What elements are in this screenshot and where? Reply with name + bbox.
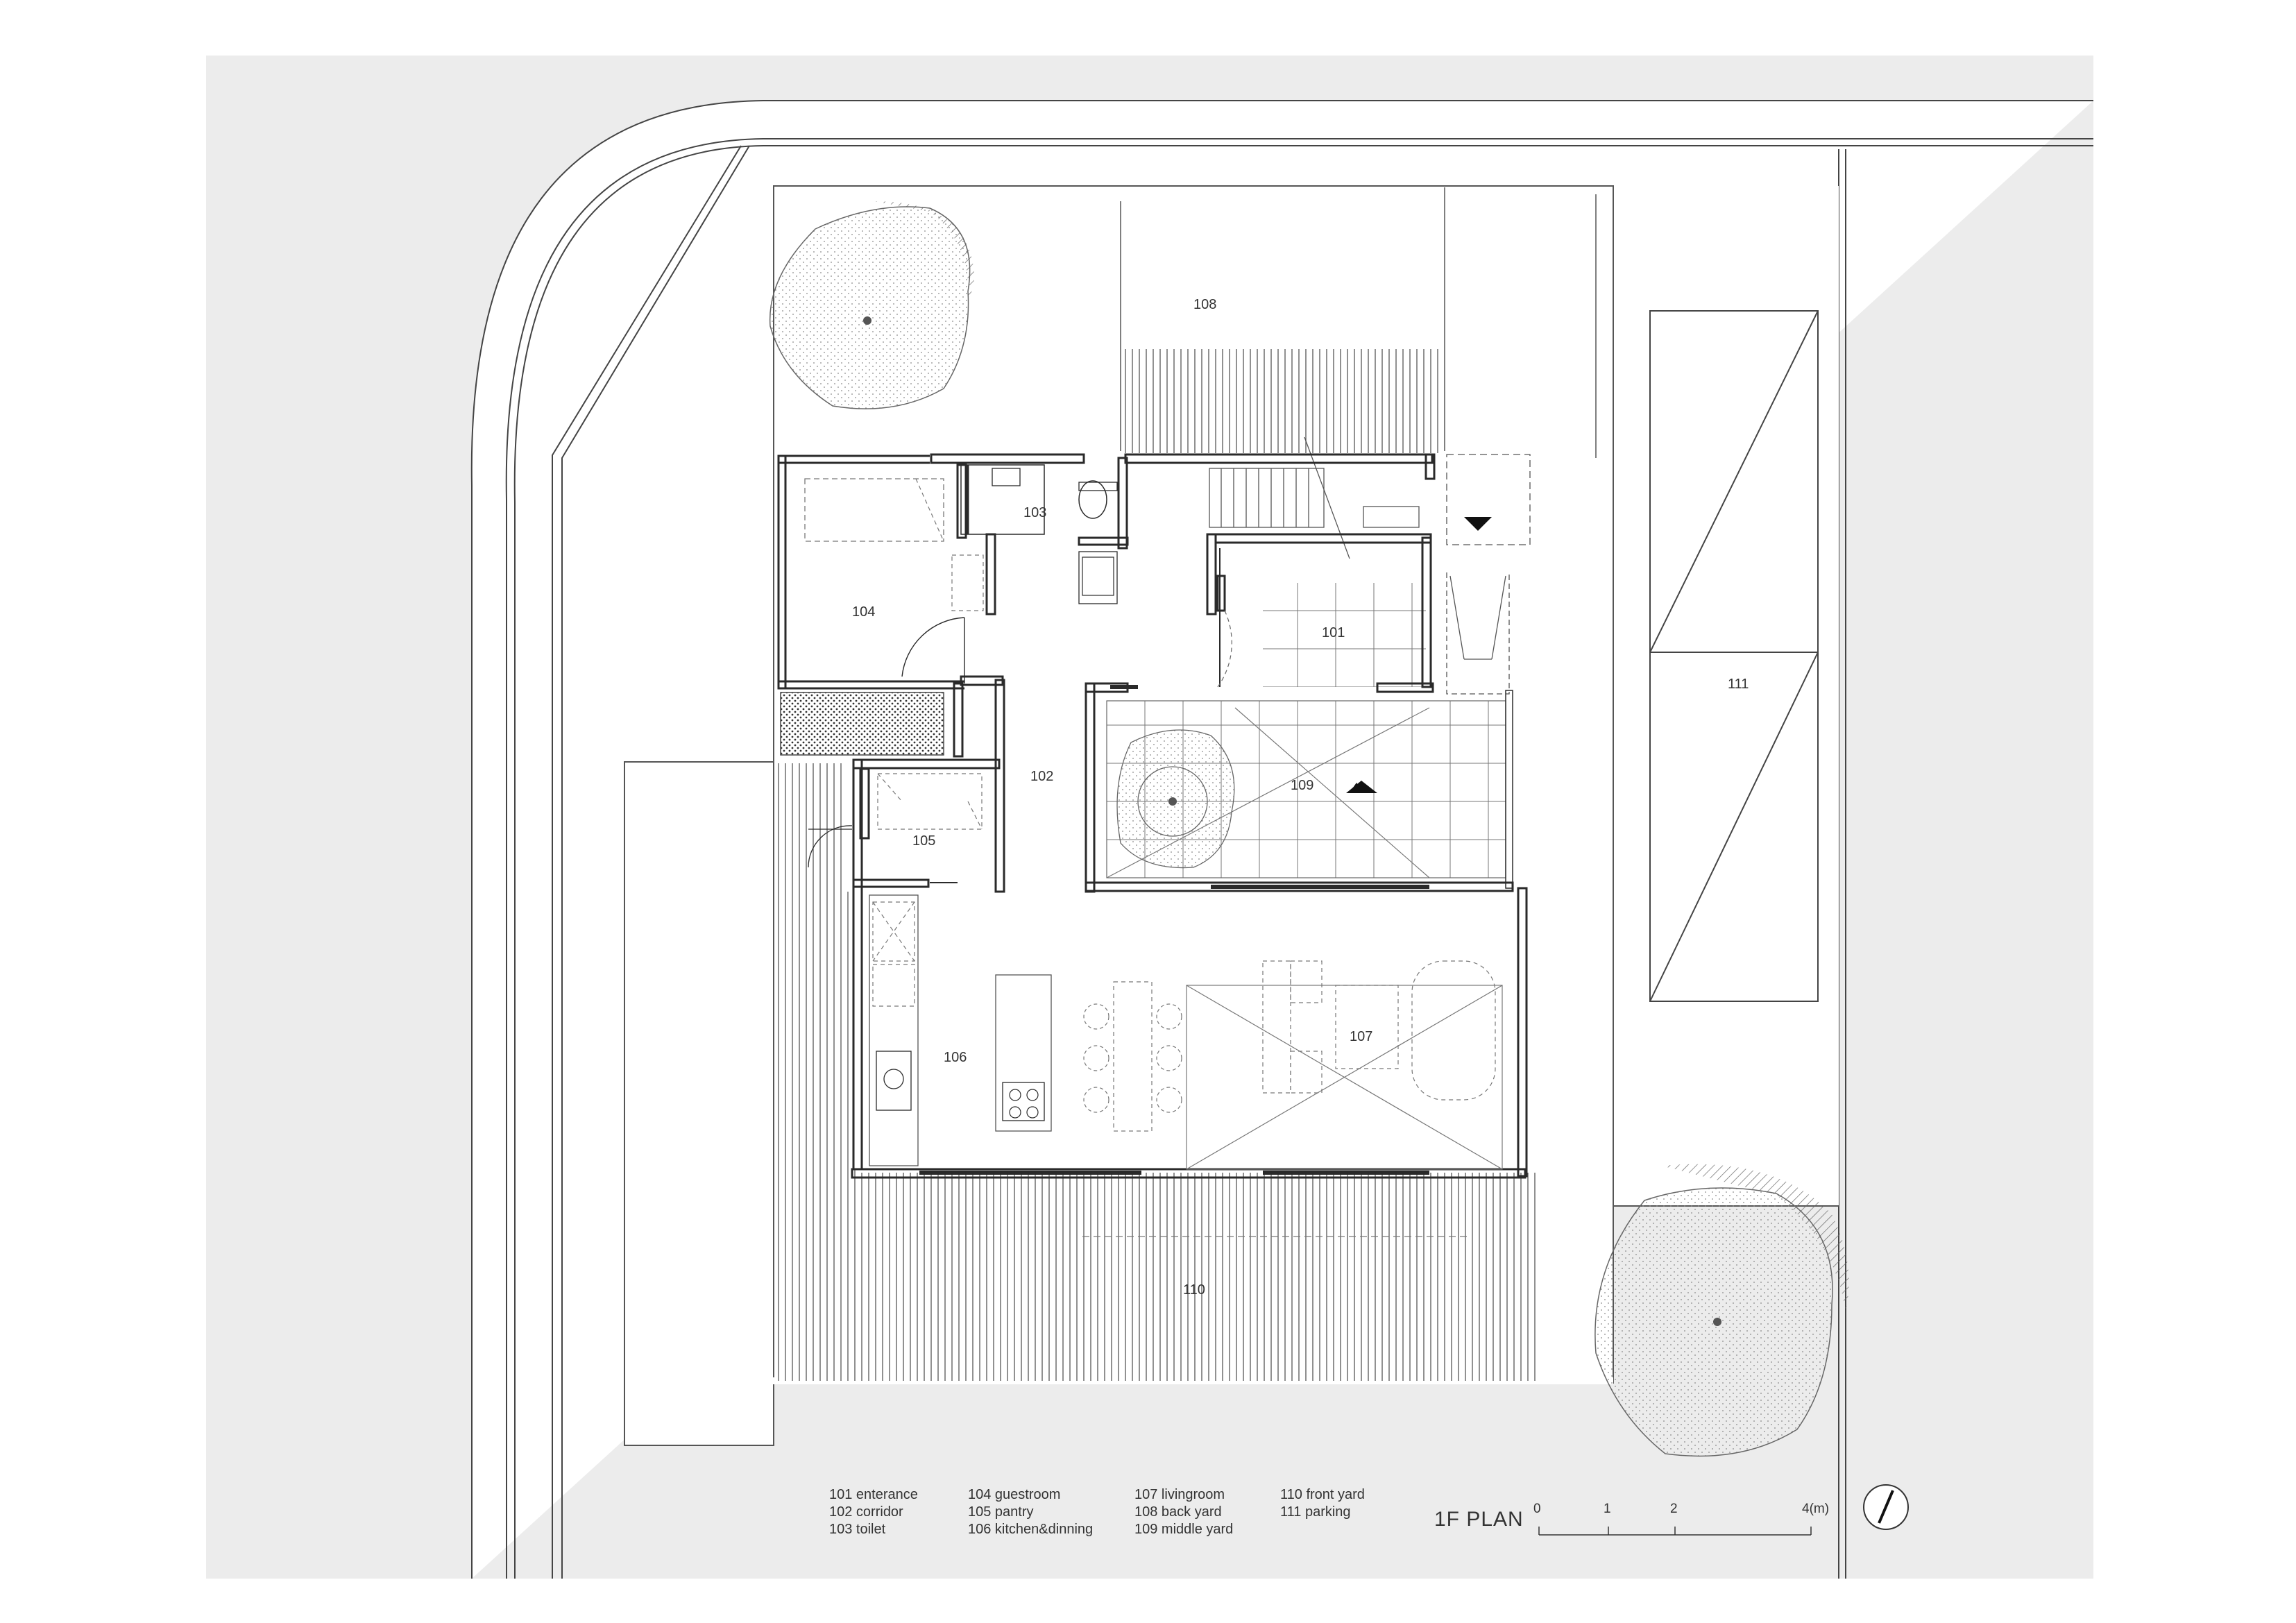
north-arrow-icon bbox=[1863, 1484, 1909, 1530]
walls bbox=[777, 453, 1528, 1179]
label-102: 102 bbox=[1030, 769, 1053, 784]
label-103: 103 bbox=[1023, 505, 1046, 520]
middle-yard bbox=[1086, 694, 1520, 885]
scale-bar bbox=[1538, 1527, 1812, 1536]
scale-tick-1: 1 bbox=[1604, 1502, 1611, 1516]
label-109: 109 bbox=[1291, 778, 1313, 793]
scale-tick-4: 4(m) bbox=[1802, 1502, 1829, 1516]
label-101: 101 bbox=[1322, 625, 1345, 640]
scale-tick-0: 0 bbox=[1533, 1502, 1541, 1516]
legend-item: 110 front yard bbox=[1280, 1487, 1365, 1502]
front-yard-deck bbox=[774, 763, 1540, 1381]
label-111: 111 bbox=[1728, 677, 1749, 692]
label-105: 105 bbox=[912, 833, 935, 849]
legend-item: 104 guestroom bbox=[968, 1487, 1061, 1502]
entrance-stairs bbox=[1209, 436, 1531, 695]
entrance-tiles bbox=[1263, 583, 1426, 687]
legend-col-4: 110 front yard 111 parking bbox=[1280, 1486, 1365, 1521]
guestroom-planter bbox=[780, 692, 944, 756]
legend-item: 101 enterance bbox=[829, 1487, 918, 1502]
parking-space bbox=[1649, 310, 1819, 1002]
legend-item: 107 livingroom bbox=[1134, 1487, 1225, 1502]
back-yard bbox=[1120, 187, 1597, 458]
legend-item: 108 back yard bbox=[1134, 1504, 1222, 1520]
entry-arrow bbox=[1464, 517, 1492, 531]
legend-item: 102 corridor bbox=[829, 1504, 903, 1520]
scale-tick-2: 2 bbox=[1670, 1502, 1678, 1516]
label-107: 107 bbox=[1350, 1029, 1372, 1044]
legend-item: 106 kitchen&dinning bbox=[968, 1522, 1094, 1537]
legend-col-3: 107 livingroom 108 back yard 109 middle … bbox=[1134, 1486, 1233, 1538]
plan-title: 1F PLAN bbox=[1434, 1508, 1524, 1531]
legend-item: 103 toilet bbox=[829, 1522, 886, 1537]
legend-item: 109 middle yard bbox=[1134, 1522, 1234, 1537]
tree-top-left bbox=[769, 201, 974, 409]
label-108: 108 bbox=[1193, 297, 1216, 312]
room-labels: 101 102 103 104 105 106 107 108 109 110 … bbox=[852, 297, 1749, 1298]
legend-item: 111 parking bbox=[1280, 1504, 1351, 1520]
tree-bottom-right bbox=[1595, 1164, 1849, 1457]
legend-col-1: 101 enterance 102 corridor 103 toilet bbox=[829, 1486, 918, 1538]
legend-col-2: 104 guestroom 105 pantry 106 kitchen&din… bbox=[968, 1486, 1093, 1538]
legend-item: 105 pantry bbox=[968, 1504, 1034, 1520]
label-110: 110 bbox=[1183, 1282, 1205, 1298]
label-104: 104 bbox=[852, 604, 875, 620]
label-106: 106 bbox=[944, 1050, 967, 1065]
